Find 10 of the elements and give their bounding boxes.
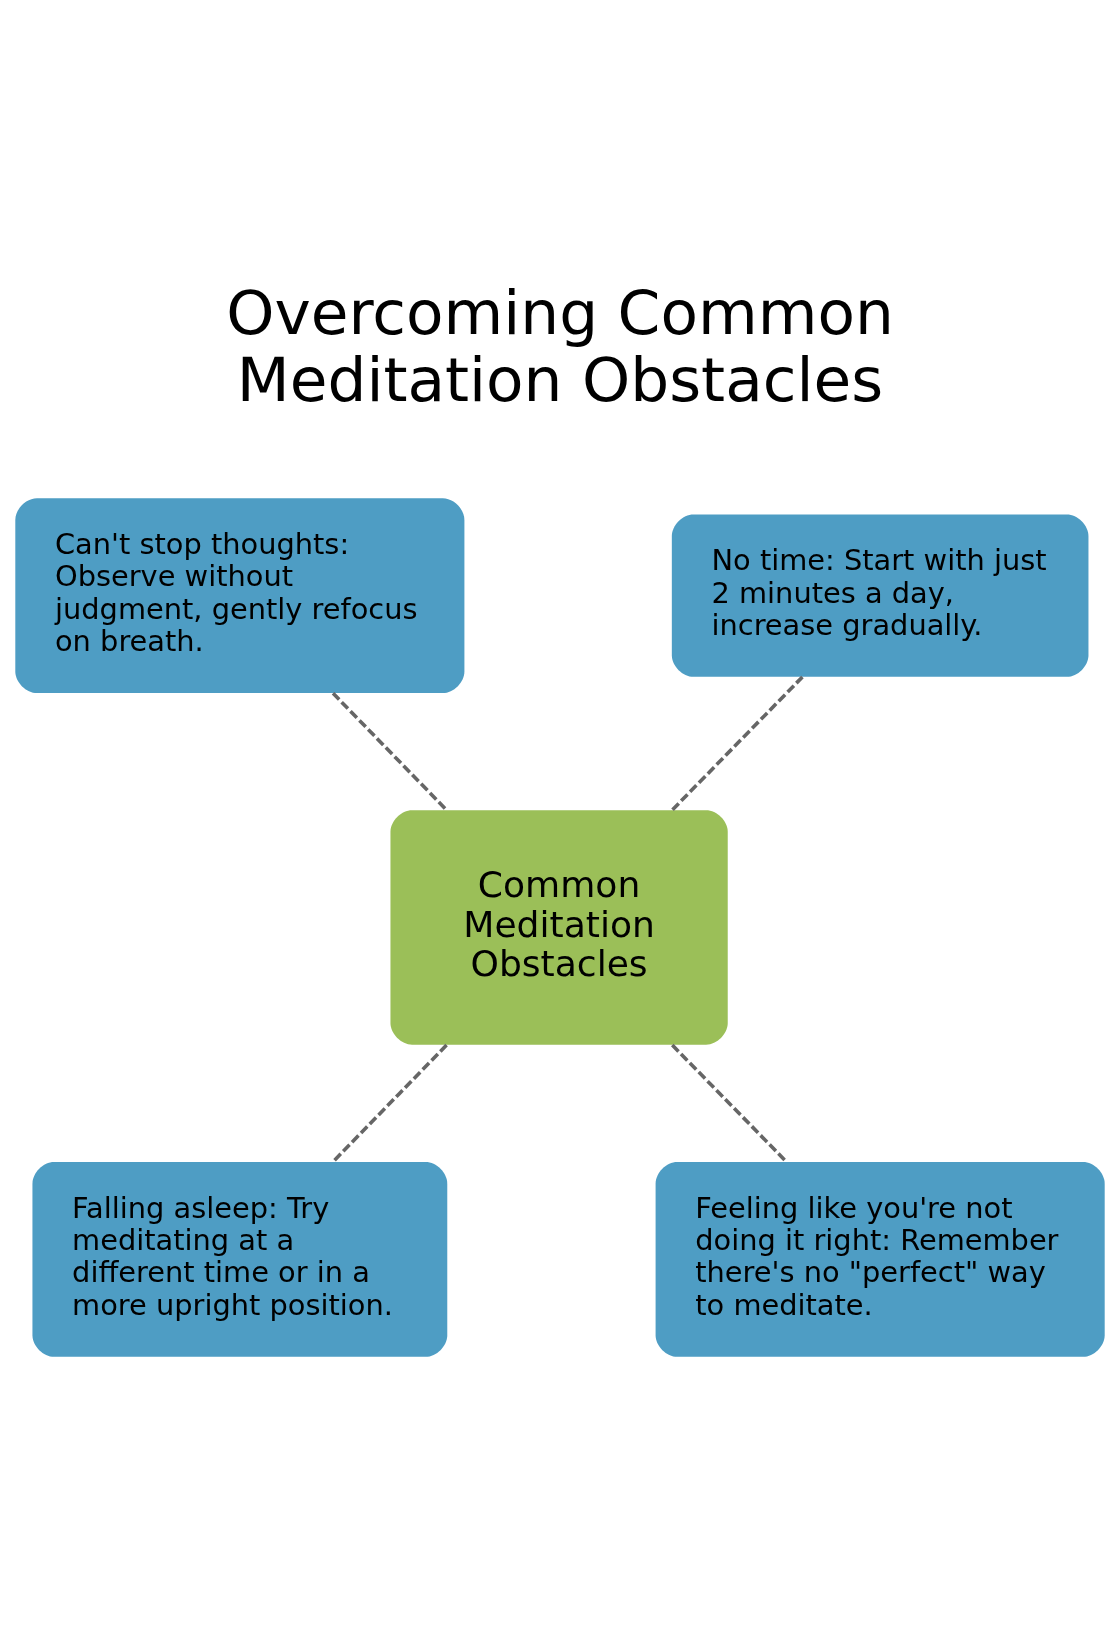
connector [671, 1043, 788, 1163]
node-box: Can't stop thoughts: Observe without judgment, gently refocus on breath. [15, 497, 465, 693]
node-box: Falling asleep: Try meditating at a different time or in a more upright position. [32, 1161, 448, 1357]
node-box: Common Meditation Obstacles [390, 809, 728, 1045]
node-box: Feeling like you're not doing it right: Remember there's no "perfect" way to meditate. [655, 1161, 1105, 1357]
connector [331, 1043, 448, 1163]
diagram-title: Overcoming Common Meditation Obstacles [226, 276, 894, 415]
node-box: No time: Start with just 2 minutes a day, increase gradually. [671, 514, 1089, 677]
connector [671, 675, 804, 811]
connector [331, 691, 448, 811]
